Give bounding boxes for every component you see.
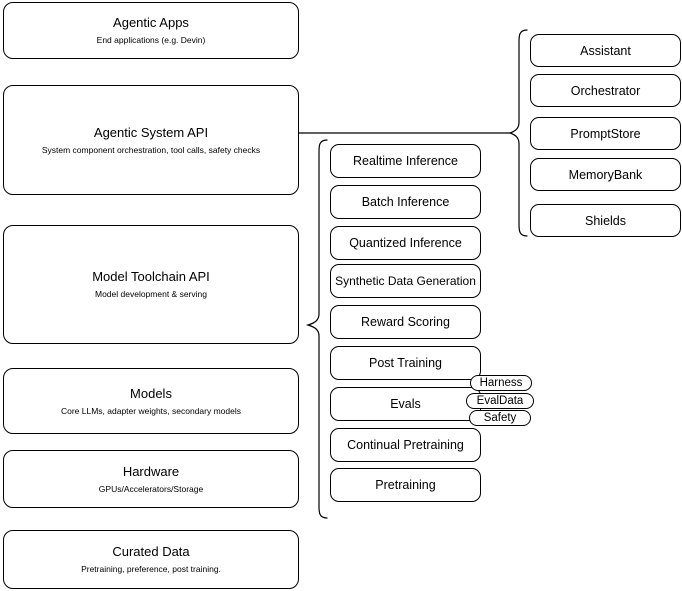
eval-pill-safety[interactable]: Safety <box>469 410 531 426</box>
layer-subtitle: GPUs/Accelerators/Storage <box>98 483 204 494</box>
eval-pill-evaldata[interactable]: EvalData <box>466 393 534 409</box>
layer-model-toolchain-api[interactable]: Model Toolchain API Model development & … <box>3 225 299 344</box>
toolchain-bracket <box>305 139 328 519</box>
system-components-bracket <box>508 29 528 237</box>
layer-subtitle: Core LLMs, adapter weights, secondary mo… <box>60 405 241 416</box>
eval-pill-label: EvalData <box>476 395 524 407</box>
system-item-orchestrator[interactable]: Orchestrator <box>530 74 681 107</box>
toolchain-item-label: Reward Scoring <box>361 315 450 329</box>
layer-title: Models <box>130 385 172 401</box>
system-item-label: MemoryBank <box>568 167 643 182</box>
layer-subtitle: Model development & serving <box>95 289 207 299</box>
toolchain-item-post-training[interactable]: Post Training <box>330 346 481 380</box>
system-item-assistant[interactable]: Assistant <box>530 34 681 67</box>
toolchain-item-evals[interactable]: Evals <box>330 387 481 421</box>
layer-agentic-system-api[interactable]: Agentic System API System component orch… <box>3 85 299 195</box>
system-item-memorybank[interactable]: MemoryBank <box>530 158 681 191</box>
system-item-label: Assistant <box>580 43 631 58</box>
toolchain-item-quantized-inference[interactable]: Quantized Inference <box>330 226 481 260</box>
system-item-label: Shields <box>585 213 626 228</box>
system-item-label: PromptStore <box>570 126 641 141</box>
layer-title: Agentic System API <box>93 124 209 140</box>
toolchain-item-label: Batch Inference <box>361 195 450 209</box>
layer-title: Hardware <box>122 463 180 479</box>
toolchain-item-pretraining[interactable]: Pretraining <box>330 468 481 502</box>
layer-subtitle: System component orchestration, tool cal… <box>41 144 261 155</box>
toolchain-item-synthetic-data-generation[interactable]: Synthetic Data Generation <box>330 264 481 298</box>
system-item-shields[interactable]: Shields <box>530 204 681 237</box>
toolchain-item-label: Continual Pretraining <box>347 438 464 452</box>
toolchain-item-batch-inference[interactable]: Batch Inference <box>330 185 481 219</box>
layer-subtitle: Pretraining, preference, post training. <box>81 564 221 574</box>
toolchain-item-label: Realtime Inference <box>353 154 458 168</box>
layer-title: Model Toolchain API <box>92 269 210 284</box>
toolchain-item-label: Synthetic Data Generation <box>335 274 476 288</box>
layer-models[interactable]: Models Core LLMs, adapter weights, secon… <box>3 368 299 434</box>
eval-pill-label: Safety <box>483 412 517 424</box>
layer-subtitle: End applications (e.g. Devin) <box>96 35 206 45</box>
layer-agentic-apps[interactable]: Agentic Apps End applications (e.g. Devi… <box>3 2 299 59</box>
system-item-promptstore[interactable]: PromptStore <box>530 117 681 150</box>
eval-pill-harness[interactable]: Harness <box>470 375 532 391</box>
toolchain-item-reward-scoring[interactable]: Reward Scoring <box>330 305 481 339</box>
toolchain-item-label: Pretraining <box>375 478 436 492</box>
eval-pill-label: Harness <box>479 377 523 389</box>
system-item-label: Orchestrator <box>570 83 641 98</box>
toolchain-item-label: Post Training <box>369 356 442 370</box>
layer-hardware[interactable]: Hardware GPUs/Accelerators/Storage <box>3 450 299 508</box>
toolchain-item-realtime-inference[interactable]: Realtime Inference <box>330 144 481 178</box>
toolchain-item-continual-pretraining[interactable]: Continual Pretraining <box>330 428 481 462</box>
layer-title: Curated Data <box>112 544 190 559</box>
toolchain-item-label: Quantized Inference <box>349 236 462 250</box>
layer-curated-data[interactable]: Curated Data Pretraining, preference, po… <box>3 530 299 589</box>
layer-title: Agentic Apps <box>113 15 189 30</box>
toolchain-item-label: Evals <box>390 397 421 411</box>
